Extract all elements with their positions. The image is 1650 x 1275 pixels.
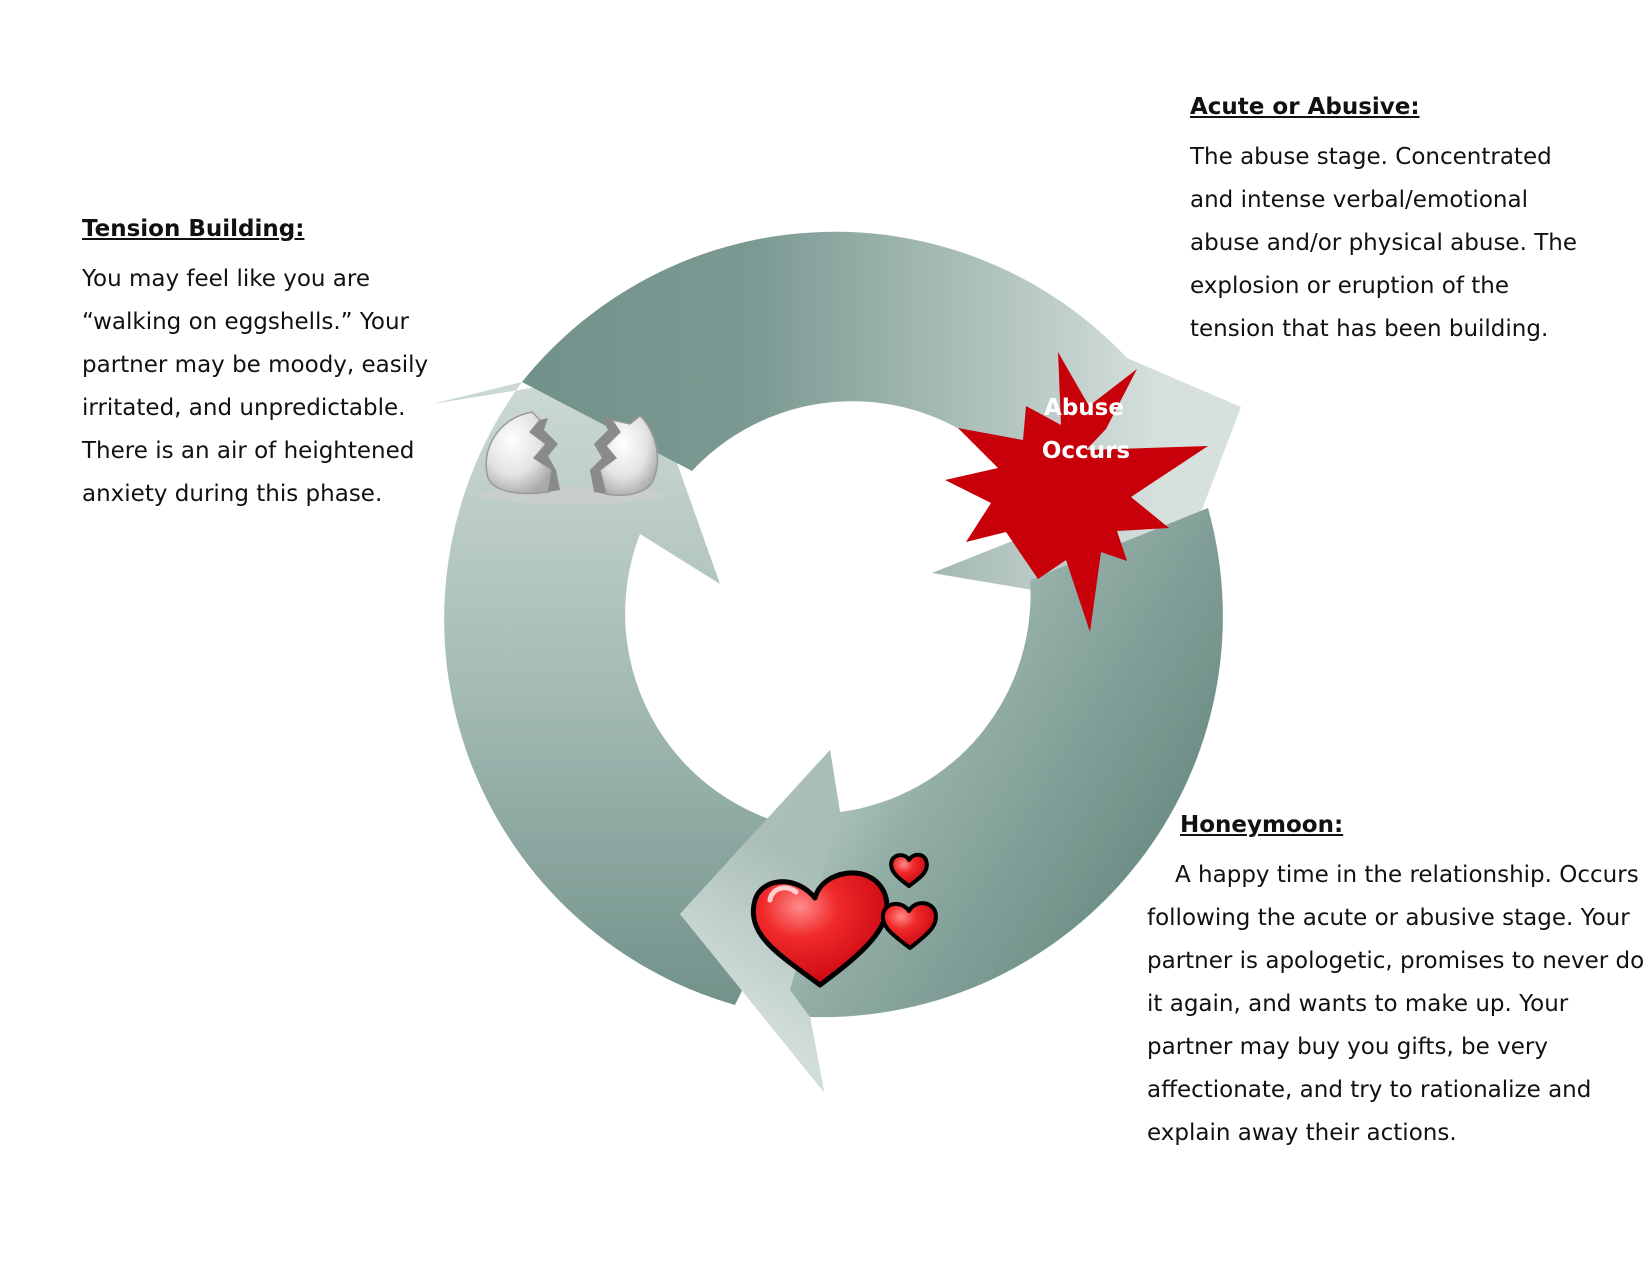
tension-building-title: Tension Building: <box>82 216 305 242</box>
burst-label-line2: Occurs <box>1042 438 1130 464</box>
acute-abusive-text: The abuse stage. Concentrated and intens… <box>1190 144 1577 342</box>
tension-building-text: You may feel like you are “walking on eg… <box>82 266 429 507</box>
honeymoon-section: Honeymoon: A happy time in the relations… <box>1147 808 1650 1155</box>
acute-abusive-title: Acute or Abusive: <box>1190 94 1420 120</box>
explosion-burst-icon: Abuse Occurs <box>945 352 1208 632</box>
burst-label-line1: Abuse <box>1044 395 1124 421</box>
hearts-icon <box>750 852 938 988</box>
cycle-arrow-honeymoon-to-tension <box>432 370 820 1005</box>
broken-eggshells-icon <box>480 411 664 504</box>
acute-abusive-section: Acute or Abusive: The abuse stage. Conce… <box>1190 90 1580 351</box>
honeymoon-title: Honeymoon: <box>1180 812 1344 838</box>
tension-building-section: Tension Building: You may feel like you … <box>82 212 442 516</box>
honeymoon-text: A happy time in the relationship. Occurs… <box>1147 862 1645 1146</box>
